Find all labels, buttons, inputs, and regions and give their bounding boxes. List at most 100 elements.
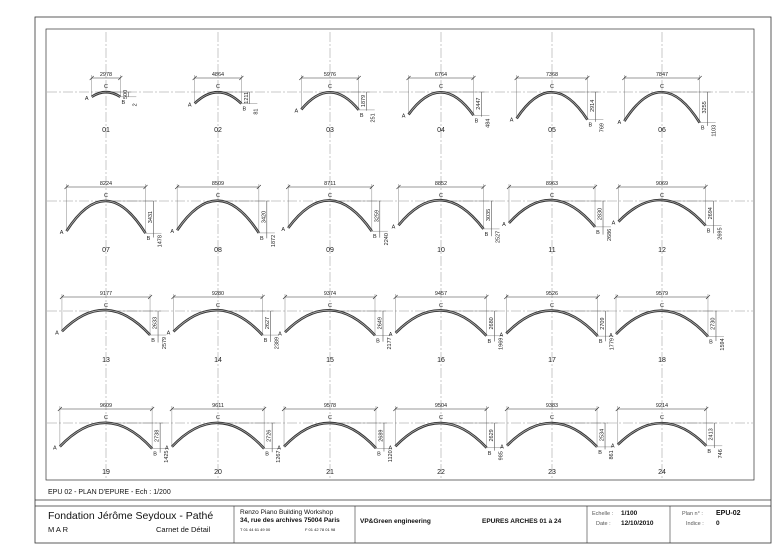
rise-value: 2730: [710, 318, 716, 330]
point-label-b: B: [485, 232, 489, 238]
point-label-b: B: [475, 118, 479, 124]
arch-number: 23: [548, 469, 556, 476]
point-label-c: C: [216, 84, 220, 90]
drop-value: 2527: [495, 231, 501, 243]
architect-address: 34, rue des archives 75004 Paris: [240, 517, 340, 524]
point-label-b: B: [121, 100, 125, 106]
drop-value: 2579: [162, 337, 168, 349]
rise-value: 2694: [708, 207, 714, 219]
point-label-c: C: [216, 193, 220, 199]
arches-layer: 29785002ABC014864121181ABC0259761879251A…: [47, 32, 753, 478]
arch-number: 21: [326, 469, 334, 476]
point-label-c: C: [328, 415, 332, 421]
arch-number: 04: [437, 127, 445, 134]
rise-value: 2914: [590, 100, 596, 112]
point-label-c: C: [104, 84, 108, 90]
span-value: 8711: [324, 181, 336, 187]
span-tick: [393, 294, 398, 300]
span-tick: [282, 294, 288, 300]
rise-value: 2738: [155, 430, 161, 442]
rise-value: 2413: [709, 428, 715, 440]
drop-value: 1120: [388, 450, 394, 462]
rise-value: 3255: [702, 101, 708, 113]
arch-curve-inner: [173, 309, 263, 336]
span-value: 8509: [212, 181, 224, 187]
point-label-a: A: [188, 102, 192, 108]
span-value: 9214: [656, 403, 668, 409]
sheet-caption: EPU 02 - PLAN D'EPURE - Ech : 1/200: [48, 489, 171, 496]
span-value: 9177: [100, 291, 112, 297]
drop-value: 1267: [276, 450, 282, 462]
arch-curve-inner: [287, 200, 373, 232]
rise-value: 2629: [489, 429, 495, 441]
drop-value: 2695: [718, 227, 724, 239]
point-label-b: B: [488, 451, 492, 457]
point-label-a: A: [500, 445, 504, 451]
span-tick: [356, 75, 361, 81]
scale-value: 1/100: [621, 510, 638, 517]
point-label-b: B: [707, 229, 711, 235]
rise-value: 3431: [148, 211, 154, 223]
arch-number: 12: [658, 247, 666, 254]
drop-value: 861: [609, 450, 615, 459]
rise-value: 2689: [378, 430, 384, 442]
span-tick: [239, 75, 244, 81]
arch-curve-inner: [623, 91, 701, 123]
rise-value: 2627: [265, 317, 271, 329]
span-tick: [504, 406, 510, 412]
drop-value: 2240: [384, 233, 390, 245]
point-label-a: A: [170, 229, 174, 235]
point-label-c: C: [550, 193, 554, 199]
point-label-a: A: [609, 333, 613, 339]
span-tick: [396, 184, 401, 190]
arch-number: 06: [658, 127, 666, 134]
span-tick: [59, 294, 65, 300]
scale-label: Echelle :: [592, 511, 614, 517]
point-label-a: A: [167, 331, 171, 337]
rise-value: 2447: [476, 98, 482, 110]
point-label-a: A: [510, 117, 514, 123]
arch-curve-inner: [66, 200, 146, 234]
point-label-c: C: [550, 415, 554, 421]
span-value: 9280: [212, 291, 224, 297]
point-label-c: C: [660, 193, 664, 199]
arch-curve-inner: [516, 92, 588, 120]
span-tick: [484, 294, 489, 300]
span-tick: [703, 184, 708, 190]
point-label-a: A: [278, 331, 282, 337]
span-tick: [594, 406, 600, 412]
arch-number: 19: [102, 469, 110, 476]
span-value: 7847: [656, 72, 668, 78]
arch-curve-inner: [618, 199, 706, 226]
arch-curve-inner: [395, 310, 487, 337]
rise-value: 2709: [600, 317, 606, 329]
span-tick: [299, 75, 304, 81]
span-tick: [622, 75, 627, 81]
point-label-a: A: [277, 446, 281, 452]
point-label-c: C: [550, 303, 554, 309]
engineer-name: VP&Green engineering: [360, 518, 431, 525]
point-label-b: B: [488, 339, 492, 345]
architect-name: Renzo Piano Building Workshop: [240, 509, 334, 516]
rise-value: 2633: [153, 317, 159, 329]
point-label-b: B: [265, 452, 269, 458]
span-value: 8963: [546, 181, 558, 187]
point-label-c: C: [660, 84, 664, 90]
arch-number: 08: [214, 247, 222, 254]
span-tick: [285, 184, 291, 190]
arch-curve-inner: [176, 200, 260, 234]
span-value: 9374: [324, 291, 336, 297]
span-tick: [406, 75, 411, 81]
point-label-a: A: [499, 333, 503, 339]
point-label-c: C: [439, 415, 443, 421]
arch-curve-inner: [283, 422, 377, 449]
span-tick: [592, 184, 598, 190]
point-label-b: B: [260, 236, 264, 242]
span-value: 9457: [435, 291, 447, 297]
span-tick: [118, 75, 123, 81]
point-label-b: B: [264, 338, 268, 344]
arch-number: 24: [658, 469, 666, 476]
arch-number: 09: [326, 247, 334, 254]
span-value: 8224: [100, 181, 112, 187]
span-tick: [616, 184, 621, 190]
